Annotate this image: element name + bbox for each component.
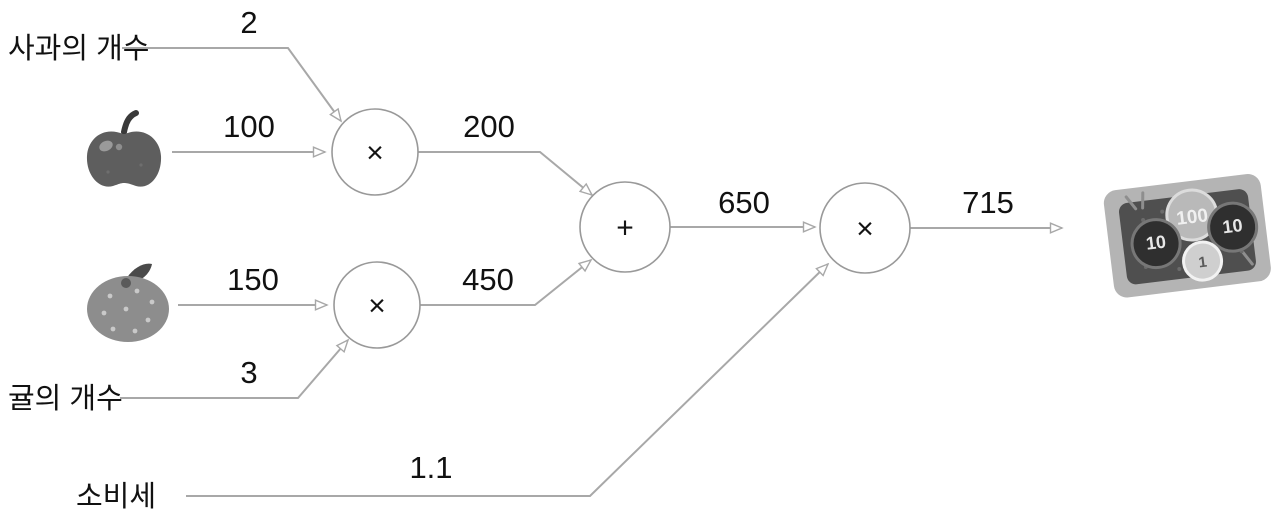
value-mandarin-price: 150 (227, 262, 279, 297)
node-multiply-mandarin-op: × (368, 290, 386, 323)
value-mandarin-count: 3 (240, 355, 257, 390)
value-mandarin-subtotal: 450 (462, 262, 514, 297)
node-multiply-apple[interactable] (331, 108, 419, 196)
node-multiply-tax[interactable] (819, 182, 911, 274)
node-add-total-op: + (616, 212, 634, 245)
label-consumption-tax: 소비세 (76, 481, 156, 513)
value-apple-count: 2 (240, 5, 257, 40)
svg-text:10: 10 (1145, 231, 1167, 253)
edge-apple-count (122, 47, 341, 121)
value-tax-rate: 1.1 (409, 450, 452, 485)
coin-tray-icon: 100 10 10 1 (1103, 173, 1271, 298)
edge-consumption-tax (186, 264, 828, 497)
edge-mandarin-subtotal (420, 260, 591, 306)
node-multiply-mandarin[interactable] (333, 261, 421, 349)
svg-text:1: 1 (1198, 254, 1208, 272)
node-multiply-tax-op: × (856, 213, 874, 246)
node-add-total[interactable] (579, 181, 671, 273)
apple-icon (86, 110, 162, 187)
node-multiply-apple-op: × (366, 137, 384, 170)
label-mandarin-count: 귤의 개수 (8, 383, 123, 415)
svg-text:100: 100 (1175, 205, 1209, 230)
label-apple-count: 사과의 개수 (8, 33, 149, 65)
value-apple-subtotal: 200 (463, 109, 515, 144)
edge-mandarin-count (120, 340, 348, 399)
value-final-total: 715 (962, 185, 1014, 220)
value-sum-total: 650 (718, 185, 770, 220)
mandarin-icon (87, 263, 169, 342)
edge-apple-subtotal (418, 151, 592, 195)
value-apple-price: 100 (223, 109, 275, 144)
svg-text:10: 10 (1221, 215, 1243, 237)
